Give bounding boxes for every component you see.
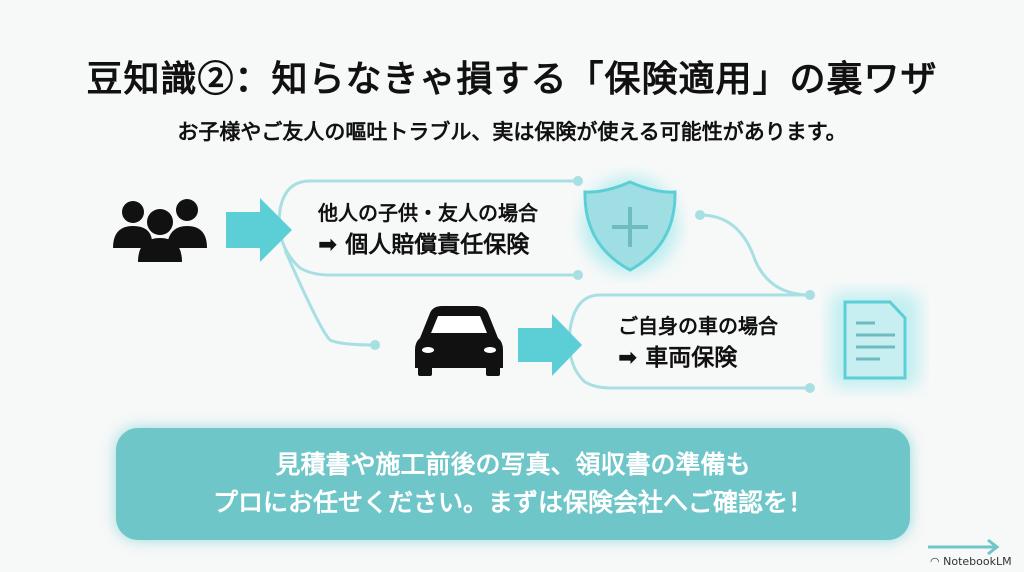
arrow-icon bbox=[518, 314, 582, 376]
shield-icon bbox=[583, 180, 677, 272]
brand-arrow-icon bbox=[928, 538, 1000, 556]
case-condition: ご自身の車の場合 bbox=[618, 314, 778, 338]
arrow-icon bbox=[226, 198, 292, 262]
callout-line: 見積書や施工前後の写真、領収書の準備も bbox=[275, 450, 751, 479]
brand-name: NotebookLM bbox=[943, 555, 1012, 568]
case-condition: 他人の子供・友人の場合 bbox=[318, 201, 538, 225]
brand-label: ◠ NotebookLM bbox=[930, 555, 1012, 568]
callout-line: プロにお任せください。まずは保険会社へご確認を！ bbox=[212, 488, 813, 517]
slide-title: 豆知識②：知らなきゃ損する「保険適用」の裏ワザ bbox=[86, 58, 938, 100]
car-icon bbox=[415, 306, 503, 376]
document-icon bbox=[843, 300, 907, 380]
people-icon bbox=[113, 199, 207, 262]
case-insurance: ➡ 個人賠償責任保険 bbox=[318, 232, 530, 258]
case-personal-liability: 他人の子供・友人の場合 ➡ 個人賠償責任保険 bbox=[318, 197, 538, 261]
case-insurance: ➡ 車両保険 bbox=[618, 345, 738, 371]
case-vehicle: ご自身の車の場合 ➡ 車両保険 bbox=[618, 310, 778, 374]
callout-box: 見積書や施工前後の写真、領収書の準備も プロにお任せください。まずは保険会社へご… bbox=[116, 428, 910, 540]
slide-subtitle: お子様やご友人の嘔吐トラブル、実は保険が使える可能性があります。 bbox=[177, 120, 847, 144]
